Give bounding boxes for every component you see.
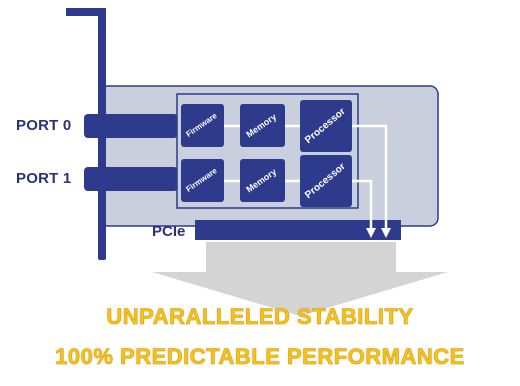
down-arrow-shape bbox=[152, 242, 448, 316]
memory-chip-0 bbox=[240, 104, 285, 147]
processor-1-route bbox=[352, 179, 373, 230]
port-1-label: PORT 1 bbox=[16, 170, 72, 187]
port-0-connector bbox=[84, 114, 178, 138]
firmware-chip-0 bbox=[181, 104, 224, 147]
port-0-label: PORT 0 bbox=[16, 117, 72, 134]
firmware-chip-1 bbox=[181, 159, 224, 202]
processor-0-route bbox=[352, 124, 388, 230]
processor-chip-1 bbox=[300, 155, 352, 207]
processor-chip-0 bbox=[300, 100, 352, 152]
port-1-connector bbox=[84, 167, 178, 191]
pcie-label: PCIe bbox=[152, 223, 186, 240]
tagline-stability: UNPARALLELED STABILITY bbox=[106, 304, 414, 330]
memory-chip-1 bbox=[240, 159, 285, 202]
pcie-bus bbox=[195, 220, 401, 240]
tagline-performance: 100% PREDICTABLE PERFORMANCE bbox=[55, 344, 465, 370]
processor-0-arrowhead bbox=[381, 228, 391, 238]
processor-1-arrowhead bbox=[366, 228, 376, 238]
bracket-top bbox=[66, 8, 106, 16]
